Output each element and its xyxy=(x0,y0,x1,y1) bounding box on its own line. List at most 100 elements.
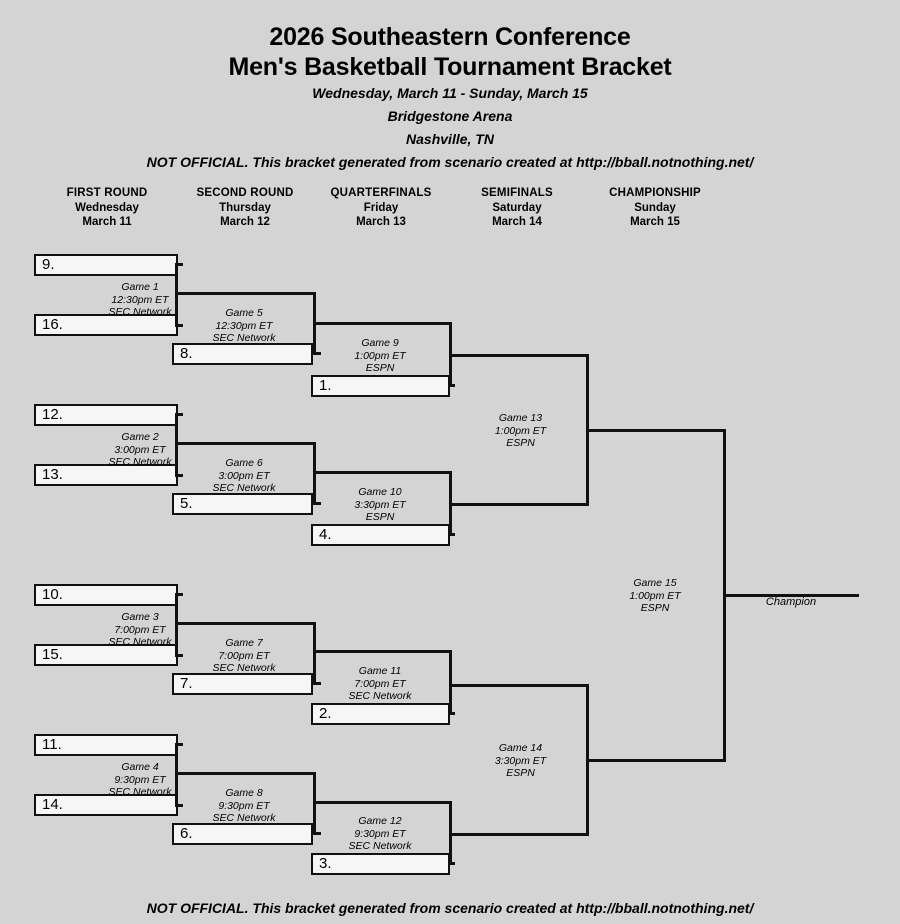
champion-label: Champion xyxy=(765,596,817,608)
game-name: Game 9 xyxy=(361,337,399,349)
slot-seed-3[interactable]: 3. xyxy=(311,853,450,875)
connector-game-14-bottom xyxy=(450,833,589,836)
game-network: SEC Network xyxy=(108,306,172,318)
connector-game-8-top xyxy=(175,772,316,775)
slot-seed-6[interactable]: 6. xyxy=(172,823,313,845)
game-network: SEC Network xyxy=(212,482,276,494)
game-network: SEC Network xyxy=(212,332,276,344)
round-name: SEMIFINALS xyxy=(481,187,553,199)
game-name: Game 15 xyxy=(633,577,677,589)
round-day: Wednesday xyxy=(75,201,139,214)
round-date: March 11 xyxy=(82,216,132,228)
game-network: SEC Network xyxy=(212,812,276,824)
connector-game-10-bottom xyxy=(449,533,455,536)
game-name: Game 1 xyxy=(121,281,159,293)
game-time: 3:00pm ET xyxy=(218,469,270,482)
game-time: 9:30pm ET xyxy=(218,799,270,812)
game-network: ESPN xyxy=(365,362,395,374)
game-name: Game 14 xyxy=(498,742,543,754)
game-time: 7:00pm ET xyxy=(218,649,270,662)
connector-game-6-top xyxy=(175,442,316,445)
game-network: SEC Network xyxy=(108,786,172,798)
game-label-14: Game 14 3:30pm ET ESPN xyxy=(458,742,583,780)
slot-seed-9[interactable]: 9. xyxy=(34,254,178,276)
connector-game-6-bottom xyxy=(313,502,321,505)
connector-game-13-top xyxy=(450,354,589,357)
game-time: 12:30pm ET xyxy=(215,319,273,332)
game-time: 1:00pm ET xyxy=(354,349,406,362)
game-label-9: Game 9 1:00pm ET ESPN xyxy=(320,337,440,375)
connector-game-9-bottom xyxy=(449,384,455,387)
game-time: 1:00pm ET xyxy=(494,424,547,437)
slot-seed-5[interactable]: 5. xyxy=(172,493,313,515)
slot-seed-1[interactable]: 1. xyxy=(311,375,450,397)
game-network: ESPN xyxy=(506,437,535,449)
connector-game-14-top xyxy=(450,684,589,687)
footer-disclaimer: NOT OFFICIAL. This bracket generated fro… xyxy=(146,900,754,916)
game-name: Game 2 xyxy=(121,431,159,443)
round-header-first-round: FIRST ROUND Wednesday March 11 xyxy=(32,186,182,230)
game-name: Game 8 xyxy=(225,787,263,799)
tournament-dates: Wednesday, March 11 - Sunday, March 15 xyxy=(312,85,588,101)
slot-seed-11[interactable]: 11. xyxy=(34,734,178,756)
connector-game-4 xyxy=(175,743,178,807)
slot-seed-12[interactable]: 12. xyxy=(34,404,178,426)
game-name: Game 4 xyxy=(121,761,159,773)
connector-game-12 xyxy=(449,801,452,863)
slot-seed-7[interactable]: 7. xyxy=(172,673,313,695)
game-label-15: Game 15 1:00pm ET ESPN xyxy=(595,577,715,615)
round-name: SECOND ROUND xyxy=(196,187,294,199)
game-time: 7:00pm ET xyxy=(354,677,406,690)
game-label-13: Game 13 1:00pm ET ESPN xyxy=(458,412,583,450)
connector-game-7 xyxy=(313,622,316,684)
game-label-1: Game 1 12:30pm ET SEC Network xyxy=(70,281,210,319)
game-network: ESPN xyxy=(640,602,670,614)
round-header-second-round: SECOND ROUND Thursday March 12 xyxy=(170,186,320,230)
round-name: CHAMPIONSHIP xyxy=(609,187,701,199)
connector-game-11-bottom xyxy=(449,712,455,715)
slot-seed-14[interactable]: 14. xyxy=(34,794,178,816)
game-label-7: Game 7 7:00pm ET SEC Network xyxy=(184,637,304,675)
round-header-semifinals: SEMIFINALS Saturday March 14 xyxy=(442,186,592,230)
round-date: March 15 xyxy=(630,216,680,228)
game-name: Game 3 xyxy=(121,611,159,623)
slot-seed-10[interactable]: 10. xyxy=(34,584,178,606)
connector-game-5-top xyxy=(175,292,316,295)
game-name: Game 6 xyxy=(225,457,263,469)
connector-game-8-bottom xyxy=(313,832,321,835)
connector-game-10 xyxy=(449,471,452,533)
game-time: 3:00pm ET xyxy=(114,443,166,456)
game-time: 3:30pm ET xyxy=(354,498,406,511)
round-day: Sunday xyxy=(634,201,676,214)
connector-game-11-top xyxy=(313,650,452,653)
connector-game-3 xyxy=(175,593,178,657)
connector-game-15-bottom xyxy=(587,759,726,762)
game-label-2: Game 2 3:00pm ET SEC Network xyxy=(70,431,210,469)
connector-game-11 xyxy=(449,650,452,712)
connector-game-3-bottom xyxy=(175,654,183,657)
game-network: SEC Network xyxy=(348,840,412,852)
connector-game-13-bottom xyxy=(450,503,589,506)
round-date: March 14 xyxy=(492,216,542,228)
slot-seed-4[interactable]: 4. xyxy=(311,524,450,546)
connector-game-12-bottom xyxy=(449,862,455,865)
game-label-10: Game 10 3:30pm ET ESPN xyxy=(320,486,440,524)
connector-game-12-top xyxy=(313,801,452,804)
game-label-6: Game 6 3:00pm ET SEC Network xyxy=(184,457,304,495)
connector-game-15-top xyxy=(587,429,726,432)
connector-game-4-top xyxy=(175,743,183,746)
game-network: SEC Network xyxy=(348,690,412,702)
slot-seed-2[interactable]: 2. xyxy=(311,703,450,725)
game-time: 12:30pm ET xyxy=(111,293,169,306)
game-name: Game 5 xyxy=(225,307,263,319)
connector-game-7-top xyxy=(175,622,316,625)
tournament-venue: Bridgestone Arena xyxy=(387,108,513,124)
connector-game-9-top xyxy=(313,322,452,325)
header-disclaimer: NOT OFFICIAL. This bracket generated fro… xyxy=(146,154,754,170)
game-name: Game 12 xyxy=(358,815,402,827)
slot-seed-8[interactable]: 8. xyxy=(172,343,313,365)
connector-game-10-top xyxy=(313,471,452,474)
round-date: March 13 xyxy=(356,216,406,228)
connector-game-5-bottom xyxy=(313,352,321,355)
